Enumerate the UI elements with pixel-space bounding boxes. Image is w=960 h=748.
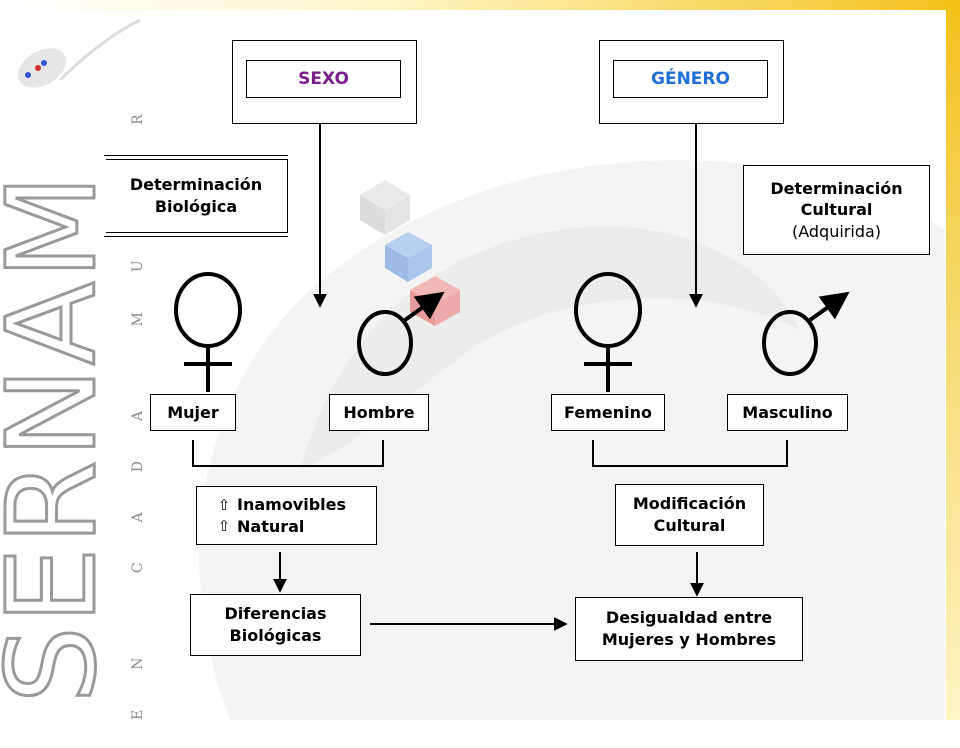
male-symbol-left <box>357 291 445 376</box>
cultural-line2: Cultural <box>800 200 873 220</box>
modification-box: Modificación Cultural <box>615 484 764 546</box>
characteristic-item: ⇧ Natural <box>197 516 376 538</box>
genero-label: GÉNERO <box>613 60 768 98</box>
up-arrow-icon: ⇧ <box>217 517 231 536</box>
modification-line2: Cultural <box>653 516 726 535</box>
label-femenino: Femenino <box>551 394 665 431</box>
inequality-line1: Desigualdad entre <box>605 608 773 628</box>
inequality-line2: Mujeres y Hombres <box>601 630 777 649</box>
label-hombre: Hombre <box>329 394 429 431</box>
label-mujer: Mujer <box>150 394 236 431</box>
label-masculino: Masculino <box>727 394 848 431</box>
up-arrow-icon: ⇧ <box>217 495 231 514</box>
differences-line2: Biológicas <box>229 626 322 645</box>
background-decoration <box>17 18 945 720</box>
bracket-left <box>192 440 384 467</box>
inequality-box: Desigualdad entre Mujeres y Hombres <box>575 597 803 661</box>
diagram-connectors <box>174 124 850 631</box>
cube-decoration <box>360 180 460 326</box>
bracket-right <box>592 440 788 467</box>
differences-box: Diferencias Biológicas <box>190 594 361 656</box>
modification-line1: Modificación <box>632 494 747 514</box>
differences-line1: Diferencias <box>224 604 327 624</box>
characteristics-box: ⇧ Inamovibles ⇧ Natural <box>196 486 377 545</box>
sexo-label: SEXO <box>246 60 401 98</box>
female-symbol-left <box>174 272 242 392</box>
right-accent-bar <box>946 0 960 720</box>
top-accent-bar <box>0 0 960 10</box>
biological-line1: Determinación <box>129 174 263 194</box>
male-symbol-right <box>762 291 850 376</box>
cultural-determination-box: Determinación Cultural (Adquirida) <box>743 165 930 255</box>
biological-determination-box: Determinación Biológica <box>104 155 288 237</box>
female-symbol-right <box>574 272 642 392</box>
characteristic-item: ⇧ Inamovibles <box>197 494 376 516</box>
cultural-line3: (Adquirida) <box>791 221 882 241</box>
biological-line2: Biológica <box>154 197 238 216</box>
cultural-line1: Determinación <box>770 178 903 198</box>
